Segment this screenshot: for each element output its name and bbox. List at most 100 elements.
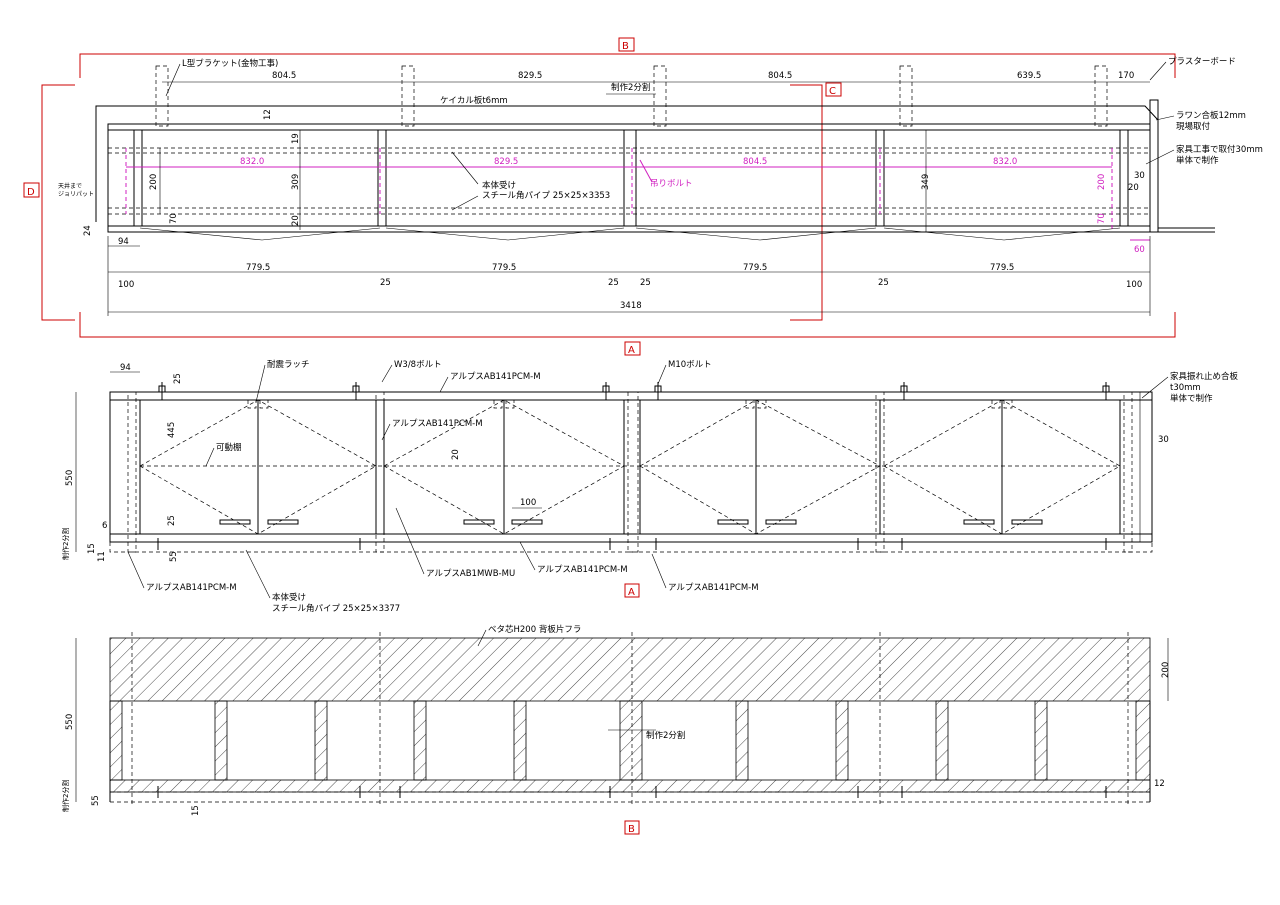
marker-d-box [23,182,40,198]
kagu-sub: 単体で制作 [1176,155,1219,166]
marker-c: C [829,86,836,97]
dim-20: 20 [291,215,301,226]
front-dim-55: 55 [169,551,179,562]
marker-c-box [825,82,842,97]
mwb-label: アルプスAB1MWB-MU [426,569,515,579]
back-marker-b: B [628,824,635,835]
front-dim-550: 550 [65,470,75,486]
top-dim-3: 804.5 [768,71,792,81]
mag-dim-4: 832.0 [993,157,1017,167]
back-panel-bottom [109,779,1151,793]
bot-dim-25-1: 25 [380,278,391,288]
bottom-bolts [157,538,1107,550]
marker-b: B [622,41,629,52]
mag-dim-200: 200 [1097,174,1107,190]
hontai-label-2: 本体受け [272,592,306,603]
alps-bottom-left: アルプスAB141PCM-M [146,583,237,593]
front-marker-a-box [624,583,640,598]
front-seisaku: 制作2分割 [61,528,70,560]
marker-a: A [628,345,635,356]
back-dim-55: 55 [91,795,101,806]
back-studs [109,700,1151,781]
plan-view: B C D A 804.5 829.5 804.5 639.5 170 制作2分… [23,37,1263,356]
dim-20-right: 20 [1128,183,1139,193]
alps-bottom-right: アルプスAB141PCM-M [668,583,759,593]
rawan-label: ラワン合板12mm [1176,110,1246,121]
marker-d: D [27,187,35,198]
top-dim-1: 804.5 [272,71,296,81]
plan-split-label: 制作2分割 [611,82,650,93]
front-dim-94: 94 [120,363,131,373]
kagu-t-label: t30mm [1170,383,1201,393]
front-dim-100: 100 [520,498,536,508]
front-marker-a: A [628,587,635,598]
marker-a-box [624,341,641,356]
bracket-label: L型ブラケット(金物工事) [182,58,278,69]
top-dim-5: 170 [1118,71,1134,81]
dim-24: 24 [83,225,93,236]
section-line-a [79,312,1176,338]
dim-19: 19 [291,133,301,144]
pipe-label-2: スチール角パイプ 25×25×3377 [272,603,400,614]
front-dim-25-bot: 25 [167,515,177,526]
door-handles [219,399,1043,525]
ceiling-note: 天井まで [58,182,82,190]
back-dim-15: 15 [191,805,201,816]
bracket-group [155,65,1108,127]
section-line-b [79,53,1176,78]
ceiling-note-2: ジョリパット [58,191,94,198]
m10-label: M10ボルト [668,360,712,370]
bot-dim-25-2: 25 [608,278,619,288]
bot-dim-4: 779.5 [990,263,1014,273]
dim-70-left: 70 [169,213,179,224]
top-dim-4: 639.5 [1017,71,1041,81]
plan-posts [133,129,1129,227]
back-elevation: ベタ芯H200 背板片フラ 200 550 制作2分割 55 15 12 制作2… [61,624,1171,835]
front-body [109,391,1153,543]
back-seisaku: 制作2分割 [61,780,70,812]
alps-mid-label: アルプスAB141PCM-M [392,419,483,429]
front-dim-11: 11 [97,551,107,562]
dim-200-left: 200 [149,174,159,190]
mag-dim-2: 829.5 [494,157,518,167]
back-dim-12: 12 [1154,779,1165,789]
mag-dim-70: 70 [1097,213,1107,224]
top-dim-2: 829.5 [518,71,542,81]
door-swings [139,399,1121,535]
dim-349: 349 [921,174,931,190]
dim-30-right: 30 [1134,171,1145,181]
bot-dim-1: 779.5 [246,263,270,273]
front-dim-15: 15 [87,543,97,554]
front-elevation: 94 25 445 25 550 制作2分割 6 15 11 55 耐震ラッチ … [61,359,1239,614]
mag-dim-3: 804.5 [743,157,767,167]
beta-label: ベタ芯H200 背板片フラ [488,624,581,635]
w38-label: W3/8ボルト [394,360,442,370]
plaster-board-label: プラスターボード [1168,57,1236,67]
dim-309: 309 [291,174,301,190]
bot-dim-25-3: 25 [640,278,651,288]
bot-dim-3: 779.5 [743,263,767,273]
dim-94: 94 [118,237,129,247]
keikal-outline [95,105,1159,222]
bot-dim-25-4: 25 [878,278,889,288]
plan-body [107,123,1151,233]
back-split-label: 制作2分割 [646,730,685,741]
total-dim: 3418 [620,301,642,311]
front-posts [127,391,1133,553]
section-line-c [790,84,823,321]
rawan-sub: 現場取付 [1176,121,1211,132]
front-dim-30: 30 [1158,435,1169,445]
front-dim-445: 445 [167,422,177,438]
kado-label: 可動棚 [216,442,242,453]
bot-dim-100-r: 100 [1126,280,1142,290]
mag-dim-60: 60 [1134,245,1145,255]
front-dim-6: 6 [102,521,107,531]
back-dim-200: 200 [1161,662,1171,678]
back-dim-550: 550 [65,714,75,730]
bot-dim-2: 779.5 [492,263,516,273]
marker-b-box [618,37,635,52]
hontai-label: 本体受け [482,180,516,191]
kagu-label: 家具工事で取付30mm [1176,144,1263,155]
latch-label: 耐震ラッチ [267,359,310,370]
